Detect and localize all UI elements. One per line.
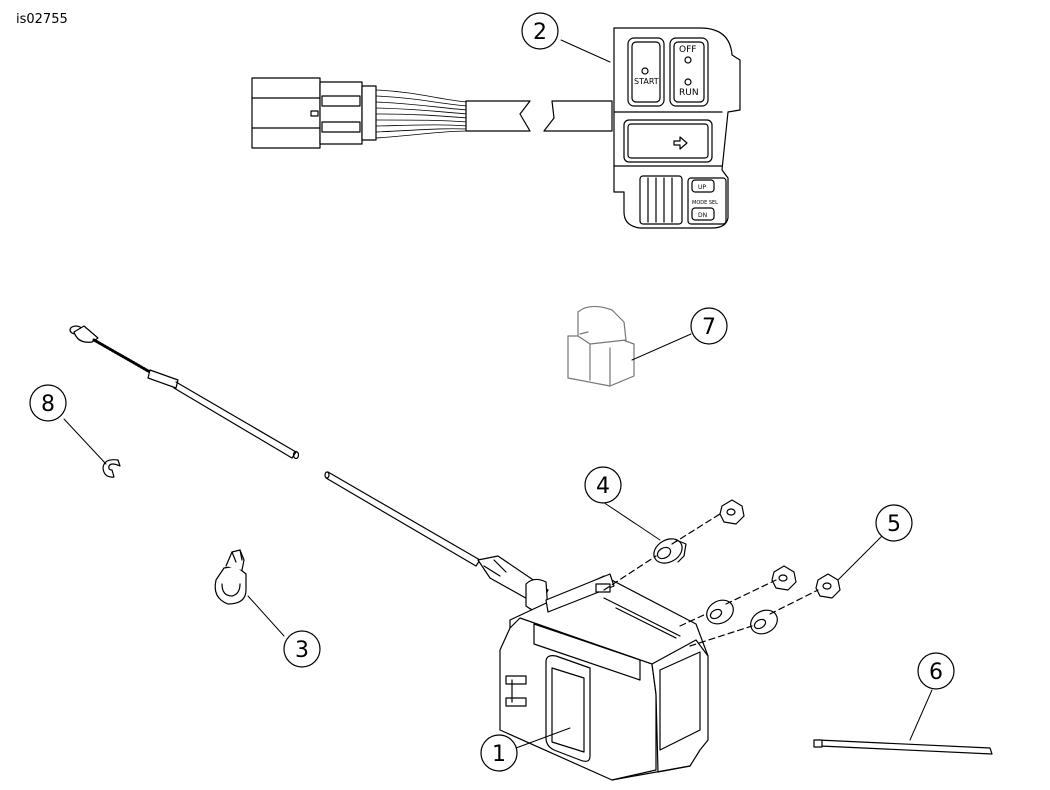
nut-5-lower [815,573,841,599]
cable-tie-6 [813,739,993,755]
figure-id: is02755 [16,12,68,27]
retaining-clip [102,459,121,478]
callout-1-number: 1 [492,742,506,767]
callout-4-number: 4 [596,474,610,499]
cable-clip-3 [214,549,247,605]
callout-1: 1 [480,734,518,772]
callout-6-number: 6 [929,660,943,685]
mode-sel-label: MODE SEL [692,200,718,206]
sensor-cable [69,325,481,567]
mode-selector [687,177,727,225]
up-label: UP [698,184,706,191]
run-off-switch [669,37,709,107]
grommet-5-upper [706,599,734,625]
harness-sheath [465,100,531,132]
callout-7: 7 [690,307,728,345]
off-label: OFF [679,45,696,55]
callout-8: 8 [29,384,67,422]
turn-signal-button [623,119,713,163]
harness-connector [251,77,377,149]
dn-label: DN [698,212,707,219]
nut-4 [719,499,745,525]
callout-3-number: 3 [295,638,309,663]
switch-housing: START OFF RUN UP MODE SEL DN [613,27,741,229]
scroll-wheel [639,175,683,225]
callout-5: 5 [875,504,913,542]
grommet-4 [653,538,687,564]
run-label: RUN [679,88,699,98]
callout-8-number: 8 [41,392,55,417]
callout-7-number: 7 [702,315,716,340]
callout-6: 6 [917,652,955,690]
start-label: START [634,77,659,86]
switch-part-7 [567,305,635,387]
handlebar-switch-assembly: START OFF RUN UP MODE SEL DN [251,27,741,229]
nut-5-upper [771,565,797,591]
leader-lines [63,39,933,749]
callout-2: 2 [521,12,559,50]
callout-4: 4 [584,466,622,504]
callout-5-number: 5 [887,512,901,537]
callout-3: 3 [283,630,321,668]
grommet-5-lower [750,609,778,635]
callout-2-number: 2 [533,20,547,45]
harness-wires [375,89,469,139]
